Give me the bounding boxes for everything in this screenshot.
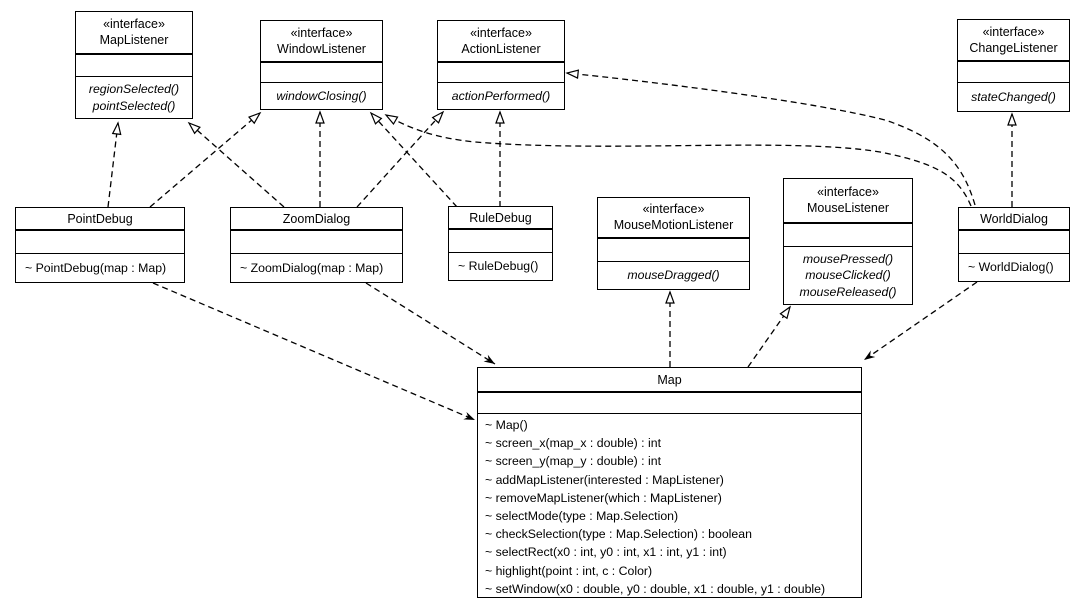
class-title: RuleDebug bbox=[449, 207, 552, 228]
class-title: WorldDialog bbox=[959, 208, 1069, 229]
methods-compartment: windowClosing() bbox=[261, 83, 382, 109]
method-label: ~ ZoomDialog(map : Map) bbox=[240, 260, 384, 275]
edge-worlddialog-actionlistener-realization bbox=[565, 69, 976, 206]
class-title: «interface» WindowListener bbox=[261, 21, 382, 61]
class-name: ChangeListener bbox=[969, 40, 1058, 55]
method-label: ~ screen_x(map_x : double) : int bbox=[485, 436, 662, 451]
class-title: «interface» MouseMotionListener bbox=[598, 198, 749, 237]
class-title: «interface» ActionListener bbox=[438, 21, 564, 61]
class-box-mousemotionlistener: «interface» MouseMotionListener mouseDra… bbox=[597, 197, 750, 290]
methods-compartment: ~ PointDebug(map : Map) bbox=[16, 254, 184, 282]
method-label: regionSelected() bbox=[88, 81, 180, 96]
stereotype-label: «interface» bbox=[290, 25, 353, 40]
methods-compartment: actionPerformed() bbox=[438, 83, 564, 109]
class-box-ruledebug: RuleDebug ~ RuleDebug() bbox=[448, 206, 553, 281]
edge-worlddialog-windowlistener-realization bbox=[384, 114, 972, 207]
stereotype-label: «interface» bbox=[103, 17, 165, 31]
attributes-compartment bbox=[598, 237, 749, 262]
method-label: ~ highlight(point : int, c : Color) bbox=[485, 563, 653, 578]
attributes-compartment bbox=[76, 53, 192, 77]
stereotype-label: «interface» bbox=[817, 185, 879, 199]
edge-zoomdialog-maplistener-realization bbox=[187, 121, 285, 208]
attributes-compartment bbox=[958, 60, 1069, 83]
class-name: Map bbox=[657, 372, 682, 387]
methods-compartment: mousePressed() mouseClicked() mouseRelea… bbox=[784, 247, 912, 304]
attributes-compartment bbox=[784, 222, 912, 247]
methods-compartment: ~ RuleDebug() bbox=[449, 253, 552, 280]
method-label: mouseDragged() bbox=[627, 268, 720, 283]
method-label: actionPerformed() bbox=[451, 88, 551, 103]
class-name: WindowListener bbox=[277, 41, 366, 56]
attributes-compartment bbox=[16, 229, 184, 254]
attributes-compartment bbox=[438, 61, 564, 83]
stereotype-label: «interface» bbox=[642, 202, 705, 216]
class-name: WorldDialog bbox=[980, 211, 1048, 226]
edge-zoomdialog-actionlistener-realization bbox=[356, 110, 445, 208]
methods-compartment: ~ Map() ~ screen_x(map_x : double) : int… bbox=[478, 414, 861, 598]
methods-compartment: ~ WorldDialog() bbox=[959, 254, 1069, 281]
class-box-changelistener: «interface» ChangeListener stateChanged(… bbox=[957, 19, 1070, 112]
class-box-mouselistener: «interface» MouseListener mousePressed()… bbox=[783, 178, 913, 305]
class-name: PointDebug bbox=[67, 211, 133, 226]
attributes-compartment bbox=[959, 229, 1069, 254]
method-label: ~ RuleDebug() bbox=[458, 259, 539, 274]
methods-compartment: ~ ZoomDialog(map : Map) bbox=[231, 254, 402, 282]
class-box-pointdebug: PointDebug ~ PointDebug(map : Map) bbox=[15, 207, 185, 283]
edge-ruledebug-windowlistener-realization bbox=[369, 111, 458, 208]
class-box-zoomdialog: ZoomDialog ~ ZoomDialog(map : Map) bbox=[230, 207, 403, 283]
class-name: MouseMotionListener bbox=[613, 218, 734, 232]
edge-worlddialog-map-dependency bbox=[863, 281, 978, 361]
method-label: mousePressed() bbox=[802, 251, 894, 266]
class-title: «interface» ChangeListener bbox=[958, 20, 1069, 60]
method-label: ~ checkSelection(type : Map.Selection) :… bbox=[485, 527, 752, 542]
edge-zoomdialog-map-dependency bbox=[365, 282, 496, 365]
class-name: MapListener bbox=[99, 33, 169, 47]
attributes-compartment bbox=[478, 391, 861, 414]
class-title: Map bbox=[478, 368, 861, 391]
edge-pointdebug-windowlistener-realization bbox=[149, 111, 262, 208]
method-label: ~ selectMode(type : Map.Selection) bbox=[485, 509, 679, 524]
attributes-compartment bbox=[449, 228, 552, 253]
edge-map-mouselistener-realization bbox=[747, 305, 792, 368]
class-title: PointDebug bbox=[16, 208, 184, 229]
class-title: «interface» MouseListener bbox=[784, 179, 912, 222]
class-box-maplistener: «interface» MapListener regionSelected()… bbox=[75, 11, 193, 119]
methods-compartment: mouseDragged() bbox=[598, 262, 749, 289]
class-title: ZoomDialog bbox=[231, 208, 402, 229]
class-title: «interface» MapListener bbox=[76, 12, 192, 53]
class-name: ZoomDialog bbox=[282, 211, 351, 226]
attributes-compartment bbox=[231, 229, 402, 254]
method-label: ~ Map() bbox=[485, 418, 528, 432]
edge-pointdebug-map-dependency bbox=[152, 282, 476, 421]
method-label: stateChanged() bbox=[971, 89, 1056, 104]
method-label: mouseClicked() bbox=[805, 268, 891, 283]
class-box-windowlistener: «interface» WindowListener windowClosing… bbox=[260, 20, 383, 110]
edge-pointdebug-maplistener-realization bbox=[107, 121, 122, 208]
attributes-compartment bbox=[261, 61, 382, 83]
method-label: ~ setWindow(x0 : double, y0 : double, x1… bbox=[485, 581, 826, 596]
class-box-actionlistener: «interface» ActionListener actionPerform… bbox=[437, 20, 565, 110]
method-label: ~ selectRect(x0 : int, y0 : int, x1 : in… bbox=[485, 545, 727, 560]
method-label: ~ screen_y(map_y : double) : int bbox=[485, 454, 662, 469]
method-label: ~ addMapListener(interested : MapListene… bbox=[485, 472, 724, 487]
class-name: ActionListener bbox=[461, 41, 541, 56]
method-label: mouseReleased() bbox=[799, 284, 897, 299]
stereotype-label: «interface» bbox=[982, 24, 1045, 39]
class-box-map: Map ~ Map() ~ screen_x(map_x : double) :… bbox=[477, 367, 862, 598]
class-name: MouseListener bbox=[807, 201, 889, 215]
stereotype-label: «interface» bbox=[470, 25, 532, 40]
class-box-worlddialog: WorldDialog ~ WorldDialog() bbox=[958, 207, 1070, 282]
method-label: ~ PointDebug(map : Map) bbox=[25, 260, 167, 275]
method-label: pointSelected() bbox=[92, 98, 176, 113]
method-label: ~ WorldDialog() bbox=[968, 260, 1054, 275]
methods-compartment: stateChanged() bbox=[958, 83, 1069, 111]
method-label: windowClosing() bbox=[276, 88, 367, 103]
method-label: ~ removeMapListener(which : MapListener) bbox=[485, 490, 722, 505]
class-name: RuleDebug bbox=[469, 210, 532, 225]
methods-compartment: regionSelected() pointSelected() bbox=[76, 77, 192, 118]
